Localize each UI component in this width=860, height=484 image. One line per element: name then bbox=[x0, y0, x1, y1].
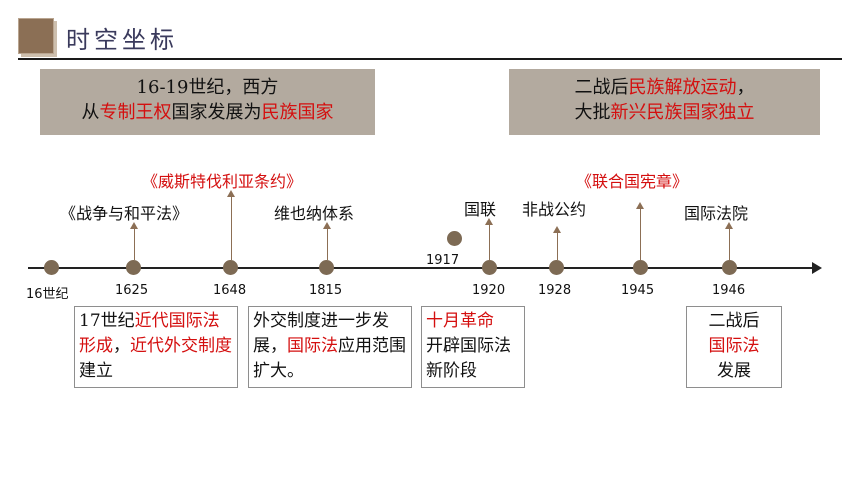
label-icj: 国际法院 bbox=[684, 204, 749, 223]
year-label: 1928 bbox=[538, 283, 572, 298]
note-highlight: 近代国际法形成 bbox=[79, 311, 220, 356]
timeline-dot bbox=[447, 231, 462, 246]
note-box-1: 17世纪近代国际法形成，近代外交制度建立 bbox=[74, 306, 238, 388]
banner-right-text: 大批 bbox=[574, 102, 611, 123]
banner-right-highlight: 新兴民族国家独立 bbox=[610, 102, 755, 123]
note-highlight: 十月革命 bbox=[426, 311, 494, 331]
label-vienna-system: 维也纳体系 bbox=[274, 204, 355, 223]
arrow-up-icon bbox=[636, 202, 644, 209]
arrow-line bbox=[729, 226, 730, 260]
note-box-4: 二战后国际法发展 bbox=[686, 306, 782, 388]
timeline-dot bbox=[126, 260, 141, 275]
note-text: 应用范围扩大。 bbox=[253, 336, 406, 381]
banner-right: 二战后民族解放运动， 大批新兴民族国家独立 bbox=[509, 69, 820, 135]
label-un-charter: 《联合国宪章》 bbox=[576, 172, 689, 191]
arrow-line bbox=[231, 194, 232, 260]
year-label: 1917 bbox=[426, 253, 460, 268]
year-label: 16世纪 bbox=[26, 287, 69, 302]
arrow-up-icon bbox=[725, 222, 733, 229]
year-label: 1945 bbox=[621, 283, 655, 298]
page-title: 时空坐标 bbox=[66, 26, 178, 54]
banner-right-line1: 二战后民族解放运动， bbox=[509, 75, 820, 100]
note-box-3: 十月革命开辟国际法新阶段 bbox=[421, 306, 525, 388]
note-highlight: 国际法 bbox=[287, 336, 338, 356]
arrow-right-icon bbox=[812, 262, 822, 274]
banner-left-line2: 从专制王权国家发展为民族国家 bbox=[40, 100, 375, 125]
banner-right-highlight: 民族解放运动 bbox=[628, 77, 737, 98]
timeline-axis bbox=[28, 267, 814, 269]
note-highlight: 国际法 bbox=[708, 336, 760, 356]
arrow-line bbox=[640, 206, 641, 260]
label-kellogg: 非战公约 bbox=[522, 200, 587, 219]
banner-right-text: ， bbox=[736, 77, 755, 98]
timeline-dot bbox=[722, 260, 737, 275]
timeline-dot bbox=[44, 260, 59, 275]
banner-left: 16-19世纪，西方 从专制王权国家发展为民族国家 bbox=[40, 69, 375, 135]
year-label: 1920 bbox=[472, 283, 506, 298]
note-text: 开辟国际法新阶段 bbox=[426, 336, 511, 381]
timeline-dot bbox=[549, 260, 564, 275]
arrow-up-icon bbox=[323, 222, 331, 229]
note-text: 17世纪 bbox=[79, 311, 135, 331]
banner-left-highlight: 民族国家 bbox=[261, 102, 334, 123]
note-text: 建立 bbox=[79, 361, 113, 381]
note-text: 外交制度进一步发展， bbox=[253, 311, 389, 356]
arrow-up-icon bbox=[130, 222, 138, 229]
banner-right-line2: 大批新兴民族国家独立 bbox=[509, 100, 820, 125]
note-box-2: 外交制度进一步发展，国际法应用范围扩大。 bbox=[248, 306, 412, 388]
timeline-dot bbox=[482, 260, 497, 275]
title-divider bbox=[18, 58, 842, 60]
arrow-line bbox=[134, 226, 135, 260]
label-war-peace-law: 《战争与和平法》 bbox=[60, 204, 189, 223]
banner-left-highlight: 专制王权 bbox=[99, 102, 172, 123]
banner-right-text: 二战后 bbox=[574, 77, 629, 98]
label-westphalia: 《威斯特伐利亚条约》 bbox=[142, 172, 303, 191]
title-square-icon bbox=[18, 18, 54, 54]
timeline-dot bbox=[319, 260, 334, 275]
banner-left-text: 国家发展为 bbox=[171, 102, 262, 123]
arrow-up-icon bbox=[227, 190, 235, 197]
arrow-line bbox=[327, 226, 328, 260]
label-league: 国联 bbox=[464, 200, 497, 219]
year-label: 1648 bbox=[213, 283, 247, 298]
banner-left-text: 从 bbox=[81, 102, 100, 123]
timeline-dot bbox=[633, 260, 648, 275]
year-label: 1815 bbox=[309, 283, 343, 298]
note-highlight: 近代外交制度 bbox=[130, 336, 232, 356]
timeline-dot bbox=[223, 260, 238, 275]
arrow-line bbox=[557, 230, 558, 260]
year-label: 1946 bbox=[712, 283, 746, 298]
year-label: 1625 bbox=[115, 283, 149, 298]
arrow-line bbox=[489, 222, 490, 260]
arrow-up-icon bbox=[553, 226, 561, 233]
note-text: ， bbox=[113, 336, 130, 356]
banner-left-line1: 16-19世纪，西方 bbox=[136, 77, 279, 98]
note-text: 发展 bbox=[717, 361, 751, 381]
arrow-up-icon bbox=[485, 218, 493, 225]
note-text: 二战后 bbox=[708, 311, 760, 331]
